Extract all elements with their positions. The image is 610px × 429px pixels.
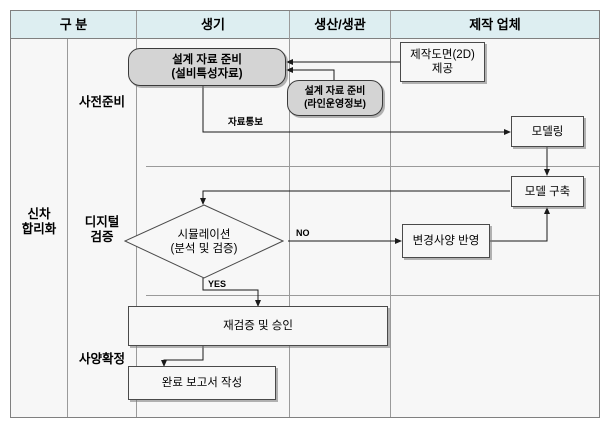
simulation-diamond-shape [124, 204, 284, 279]
node-drawing-2d-line1: 제작도면(2D) [410, 49, 475, 61]
node-change-reflect[interactable]: 변경사양 반영 [402, 224, 490, 258]
stage-label-digital-verification-line1: 디지털 [84, 215, 120, 229]
edge-label-no: NO [296, 228, 310, 238]
column-header-production-engineering: 생기 [201, 17, 225, 32]
node-simulation[interactable]: 시뮬레이션 (분석 및 검증) [124, 204, 284, 279]
category-label-line2: 합리화 [21, 222, 57, 236]
node-model-build-label: 모델 구축 [524, 185, 571, 198]
node-design-data-line-ops-line2: (라인운영정보) [304, 99, 366, 110]
node-modeling-label: 모델링 [531, 125, 564, 138]
node-final-report-label: 완료 보고서 작성 [161, 377, 243, 389]
node-design-data-equipment[interactable]: 설계 자료 준비 (설비특성자료) [128, 48, 286, 86]
table-header-row [11, 11, 599, 39]
node-drawing-2d[interactable]: 제작도면(2D) 제공 [400, 42, 485, 82]
node-design-data-equipment-line1: 설계 자료 준비 [172, 54, 242, 66]
column-header-category: 구 분 [59, 17, 88, 32]
node-simulation-line1: 시뮬레이션 [177, 228, 231, 241]
node-model-build[interactable]: 모델 구축 [511, 176, 584, 207]
node-final-report[interactable]: 완료 보고서 작성 [128, 366, 276, 400]
node-change-reflect-label: 변경사양 반영 [412, 235, 480, 247]
column-header-manufacturer: 제작 업체 [469, 17, 521, 32]
node-design-data-line-ops[interactable]: 설계 자료 준비 (라인운영정보) [287, 80, 383, 116]
grid-hline-1 [146, 166, 599, 167]
stage-label-digital-verification-line2: 검증 [90, 230, 114, 244]
node-design-data-line-ops-line1: 설계 자료 준비 [304, 86, 366, 97]
node-simulation-line2: (분석 및 검증) [170, 242, 238, 255]
grid-vline-1 [136, 11, 137, 417]
column-header-production-management: 생산/생관 [314, 17, 366, 32]
node-simulation-text: 시뮬레이션 (분석 및 검증) [124, 204, 284, 279]
category-label: 신차 합리화 [11, 207, 67, 237]
stage-label-preparation: 사전준비 [78, 95, 125, 109]
grid-hline-2 [146, 295, 599, 296]
node-drawing-2d-line2: 제공 [431, 63, 454, 75]
process-table-grid: 구 분 생기 생산/생관 제작 업체 신차 합리화 사전준비 디지털 검증 사양… [10, 10, 600, 418]
grid-vline-2 [289, 11, 290, 417]
edge-label-data-notice: 자료통보 [228, 117, 263, 128]
stage-label-spec-confirmation: 사양확정 [78, 352, 125, 366]
grid-vline-category-split [67, 39, 68, 417]
node-reverify-approve[interactable]: 재검증 및 승인 [128, 306, 388, 346]
node-modeling[interactable]: 모델링 [511, 116, 584, 147]
node-reverify-approve-label: 재검증 및 승인 [223, 320, 293, 332]
node-design-data-equipment-line2: (설비특성자료) [171, 68, 243, 80]
stage-label-digital-verification: 디지털 검증 [68, 215, 136, 245]
category-label-line1: 신차 [27, 207, 51, 221]
edge-label-yes: YES [208, 279, 227, 289]
grid-vline-3 [390, 11, 391, 417]
